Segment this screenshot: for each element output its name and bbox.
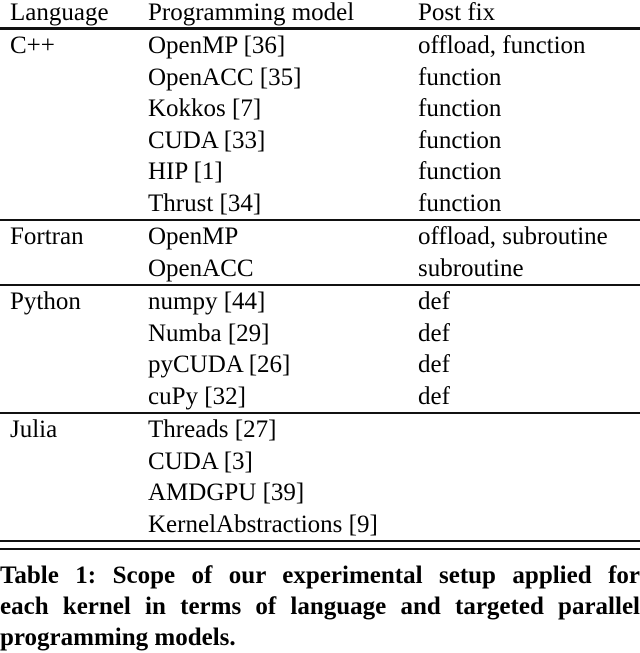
language-cell: [0, 318, 148, 350]
model-cell: Numba [29]: [148, 319, 270, 347]
postfix-cell: [418, 509, 640, 541]
model-cell: OpenACC [35]: [148, 63, 302, 91]
model-cell: CUDA [33]: [148, 126, 266, 154]
table-row: Fortran OpenMP offload, subroutine: [0, 221, 640, 253]
postfix-cell: offload, function: [418, 32, 586, 59]
postfix-cell: [418, 446, 640, 478]
table-row: CUDA [33] function: [0, 125, 640, 157]
language-group-python: Python numpy [44] def Numba [29] def pyC…: [0, 286, 640, 414]
table-row: Numba [29] def: [0, 318, 640, 350]
model-cell: KernelAbstractions [9]: [148, 510, 378, 538]
header-post-fix: Post fix: [418, 0, 496, 26]
language-group-julia: Julia Threads [27] CUDA [3] AMDGPU [39] …: [0, 414, 640, 540]
table-row: C++ OpenMP [36] offload, function: [0, 30, 640, 62]
table-row: Python numpy [44] def: [0, 286, 640, 318]
language-cell: Fortran: [10, 223, 84, 250]
table-bottom-double-rule: [0, 540, 640, 550]
model-cell: Thrust [34]: [148, 189, 262, 217]
header-language: Language: [10, 0, 109, 26]
model-cell: CUDA [3]: [148, 447, 253, 475]
model-cell: numpy [44]: [148, 288, 266, 315]
table-row: Thrust [34] function: [0, 188, 640, 220]
language-cell: [0, 446, 148, 478]
language-cell: [0, 349, 148, 381]
table-row: HIP [1] function: [0, 156, 640, 188]
model-cell: AMDGPU [39]: [148, 479, 305, 506]
language-cell: [0, 381, 148, 413]
model-cell: cuPy [32]: [148, 382, 246, 410]
table-row: KernelAbstractions [9]: [0, 509, 640, 541]
scope-table: Language Programming model Post fix C++ …: [0, 0, 640, 550]
postfix-cell: function: [418, 189, 502, 217]
table-row: OpenACC subroutine: [0, 253, 640, 285]
model-cell: Threads [27]: [148, 416, 277, 443]
postfix-cell: function: [418, 126, 502, 154]
language-cell: [0, 477, 148, 509]
postfix-cell: def: [418, 382, 450, 410]
caption-line: Table 1: Scope of our experimental setup…: [0, 562, 640, 589]
postfix-cell: function: [418, 95, 502, 122]
language-cell: [0, 156, 148, 188]
header-programming-model: Programming model: [148, 0, 355, 26]
model-cell: pyCUDA [26]: [148, 351, 291, 378]
model-cell: Kokkos [7]: [148, 95, 262, 122]
table-row: OpenACC [35] function: [0, 62, 640, 94]
postfix-cell: [418, 414, 640, 446]
table-row: Kokkos [7] function: [0, 93, 640, 125]
table-row: Julia Threads [27]: [0, 414, 640, 446]
postfix-cell: def: [418, 288, 450, 315]
language-cell: [0, 509, 148, 541]
postfix-cell: function: [418, 158, 502, 185]
table-header-row: Language Programming model Post fix: [0, 0, 640, 30]
model-cell: OpenACC: [148, 254, 254, 282]
model-cell: OpenMP [36]: [148, 32, 286, 59]
language-cell: Julia: [10, 416, 58, 443]
table-row: cuPy [32] def: [0, 381, 640, 413]
language-cell: [0, 62, 148, 94]
postfix-cell: function: [418, 63, 502, 91]
language-cell: [0, 188, 148, 220]
table-row: CUDA [3]: [0, 446, 640, 478]
language-group-fortran: Fortran OpenMP offload, subroutine OpenA…: [0, 221, 640, 286]
table-row: pyCUDA [26] def: [0, 349, 640, 381]
table-caption: Table 1: Scope of our experimental setup…: [0, 560, 640, 653]
postfix-cell: [418, 477, 640, 509]
table-row: AMDGPU [39]: [0, 477, 640, 509]
model-cell: HIP [1]: [148, 158, 223, 185]
caption-line: programming models.: [0, 624, 236, 651]
language-cell: [0, 125, 148, 157]
postfix-cell: offload, subroutine: [418, 223, 608, 250]
postfix-cell: subroutine: [418, 254, 524, 282]
language-cell: Python: [10, 288, 81, 315]
model-cell: OpenMP: [148, 223, 239, 250]
language-group-cpp: C++ OpenMP [36] offload, function OpenAC…: [0, 30, 640, 221]
postfix-cell: def: [418, 351, 450, 378]
postfix-cell: def: [418, 319, 450, 347]
language-cell: C++: [10, 32, 55, 59]
caption-line: each kernel in terms of language and tar…: [0, 593, 640, 620]
language-cell: [0, 93, 148, 125]
language-cell: [0, 253, 148, 285]
